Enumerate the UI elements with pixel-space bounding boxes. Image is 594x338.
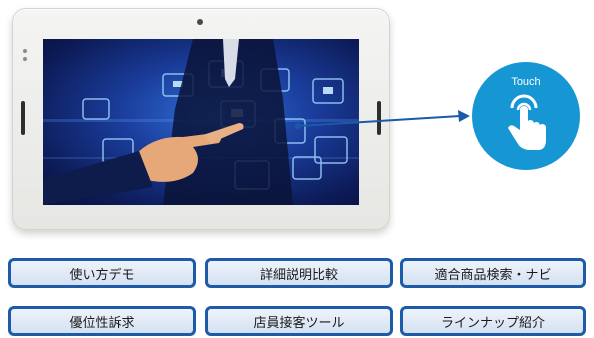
menu-button-product-search[interactable]: 適合商品検索・ナビ [400, 258, 586, 288]
hand-pointer-icon [508, 94, 546, 150]
menu-button-staff-service-tool[interactable]: 店員接客ツール [205, 306, 393, 336]
sensor-dot [23, 49, 27, 53]
sensor-dot [23, 57, 27, 61]
touch-label: Touch [511, 76, 541, 88]
camera-icon [197, 19, 203, 25]
menu-button-advantage-appeal[interactable]: 優位性訴求 [8, 306, 196, 336]
menu-button-lineup[interactable]: ラインナップ紹介 [400, 306, 586, 336]
menu-button-usage-demo[interactable]: 使い方デモ [8, 258, 196, 288]
tablet-screen-image [43, 39, 359, 205]
tablet-device [12, 8, 390, 230]
touch-badge[interactable]: Touch [472, 62, 580, 170]
side-button-right[interactable] [377, 101, 381, 135]
side-button-left[interactable] [21, 101, 25, 135]
menu-button-detail-comparison[interactable]: 詳細説明比較 [205, 258, 393, 288]
